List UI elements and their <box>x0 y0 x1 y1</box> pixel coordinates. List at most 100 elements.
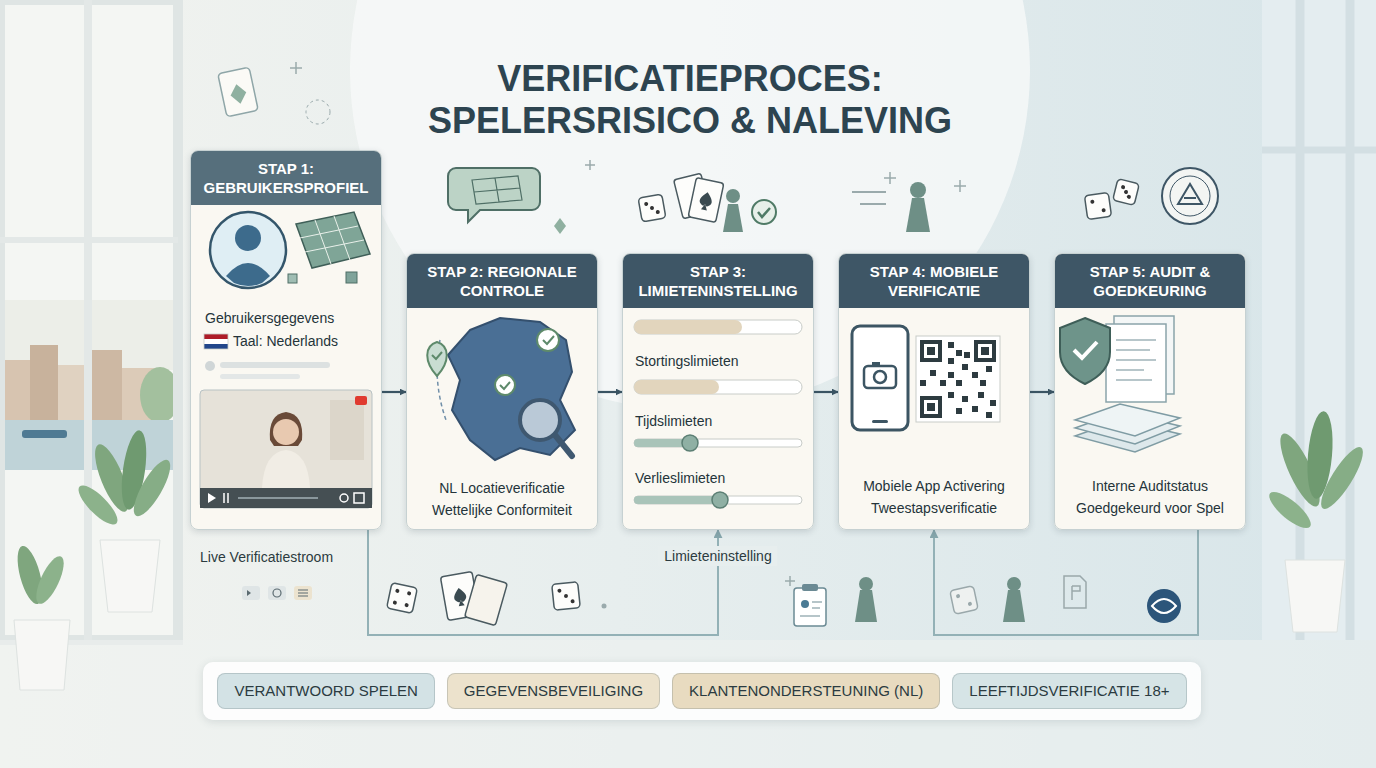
art-path <box>1064 576 1086 608</box>
art-circle <box>1162 168 1218 224</box>
art-path <box>1285 560 1345 632</box>
art-rect <box>190 150 382 530</box>
profile-illustration <box>200 212 372 508</box>
art-rect <box>634 380 802 394</box>
art-path <box>1003 590 1025 622</box>
art-circle <box>520 400 560 440</box>
step-heading: STAP 2: REGIONALE CONTROLE <box>407 254 597 308</box>
art-path <box>1075 404 1180 436</box>
art-path <box>229 83 249 106</box>
art-circle <box>1126 194 1131 199</box>
art-circle <box>1007 577 1021 591</box>
art-path <box>500 382 510 389</box>
art-circle <box>655 210 660 215</box>
art-path <box>884 172 896 184</box>
art-g <box>465 574 508 625</box>
text-slot: Mobiele App Activering <box>845 477 1023 495</box>
tag-pill: VERANTWOORD SPELEN <box>217 673 434 709</box>
art-rect <box>0 0 178 640</box>
text-slot: Gebruikersgegevens <box>205 309 375 327</box>
plant-right <box>1264 410 1369 632</box>
art-rect <box>330 400 364 460</box>
step-text: Mobiele App Activering <box>845 477 1023 495</box>
art-g <box>387 583 418 614</box>
art-path <box>906 198 930 232</box>
art-rect <box>204 344 228 349</box>
art-path <box>100 540 160 612</box>
art-circle <box>273 419 299 445</box>
text-slot: Wettelijke Conformiteit <box>413 501 591 519</box>
tag-text: LEEFTIJDSVERIFICATIE 18+ <box>969 682 1169 700</box>
art-path <box>298 590 308 596</box>
art-ellipse <box>31 553 69 608</box>
window-right <box>1262 0 1376 640</box>
step-text: Gebruikersgegevens <box>205 309 375 327</box>
art-circle <box>650 206 655 211</box>
art-circle <box>1090 199 1095 204</box>
art-rect <box>204 334 228 349</box>
edge-label: Limieteninstelling <box>658 546 777 566</box>
step-heading: STAP 5: AUDIT & GOEDKEURING <box>1055 254 1245 308</box>
art-rect <box>1054 253 1246 530</box>
art-circle <box>537 329 559 351</box>
art-ellipse <box>127 455 176 520</box>
art-rect <box>978 344 992 358</box>
art-path <box>800 602 822 616</box>
art-circle <box>557 588 561 592</box>
art-path <box>1178 184 1202 204</box>
text-slot: NL Locatieverificatie <box>413 479 591 497</box>
art-rect <box>406 253 598 530</box>
art-path <box>290 62 302 74</box>
art-circle <box>682 435 698 451</box>
flow-arrow <box>382 391 406 393</box>
art-rect <box>220 362 330 368</box>
art-path <box>453 587 468 607</box>
art-circle <box>273 589 281 597</box>
art-g <box>1113 179 1140 206</box>
art-rect <box>634 380 719 394</box>
art-path <box>14 620 70 690</box>
audit-illustration <box>1060 316 1180 452</box>
art-circle <box>235 225 261 251</box>
text-slot: Stortingslimieten <box>635 352 803 370</box>
text-slot: Interne Auditstatus <box>1061 477 1239 495</box>
window-left <box>0 0 180 640</box>
art-rect <box>688 178 724 223</box>
art-rect <box>638 194 666 222</box>
step-text: Tijdslimieten <box>635 412 803 430</box>
art-line <box>555 435 572 456</box>
art-circle <box>1101 208 1106 213</box>
step-card: STAP 1: GEBRUIKERSPROFIELGebruikersgegev… <box>190 150 382 530</box>
tag-text: GEGEVENSBEVEILIGING <box>464 682 643 700</box>
flow-arrow <box>1030 391 1054 393</box>
art-path <box>852 192 886 204</box>
phone-qr-illustration <box>852 326 1000 430</box>
art-rect <box>924 344 938 358</box>
art-rect <box>552 582 581 611</box>
caption-label: Live Verificatiestroom <box>200 548 333 566</box>
art-rect <box>920 396 942 418</box>
art-path <box>1060 318 1110 384</box>
art-rect <box>268 586 286 600</box>
art-circle <box>968 601 973 606</box>
text-slot: Verlieslimieten <box>635 469 803 487</box>
art-rect <box>30 345 58 420</box>
art-circle <box>210 212 286 288</box>
art-ellipse <box>1264 486 1315 533</box>
tag-pill: LEEFTIJDSVERIFICATIE 18+ <box>952 673 1186 709</box>
art-path <box>1116 340 1156 380</box>
art-g <box>552 582 581 611</box>
art-path <box>1152 599 1176 613</box>
art-circle <box>1147 589 1181 623</box>
art-circle <box>874 371 886 383</box>
step-card: STAP 2: REGIONALE CONTROLE NL Locatieveri… <box>406 253 598 530</box>
art-rect <box>927 347 935 355</box>
art-path <box>432 352 442 359</box>
art-rect <box>864 366 896 388</box>
art-g <box>688 178 724 223</box>
art-path <box>554 218 566 234</box>
art-circle <box>726 189 740 203</box>
art-circle <box>205 361 215 371</box>
art-rect <box>92 350 122 420</box>
art-rect <box>852 326 908 430</box>
